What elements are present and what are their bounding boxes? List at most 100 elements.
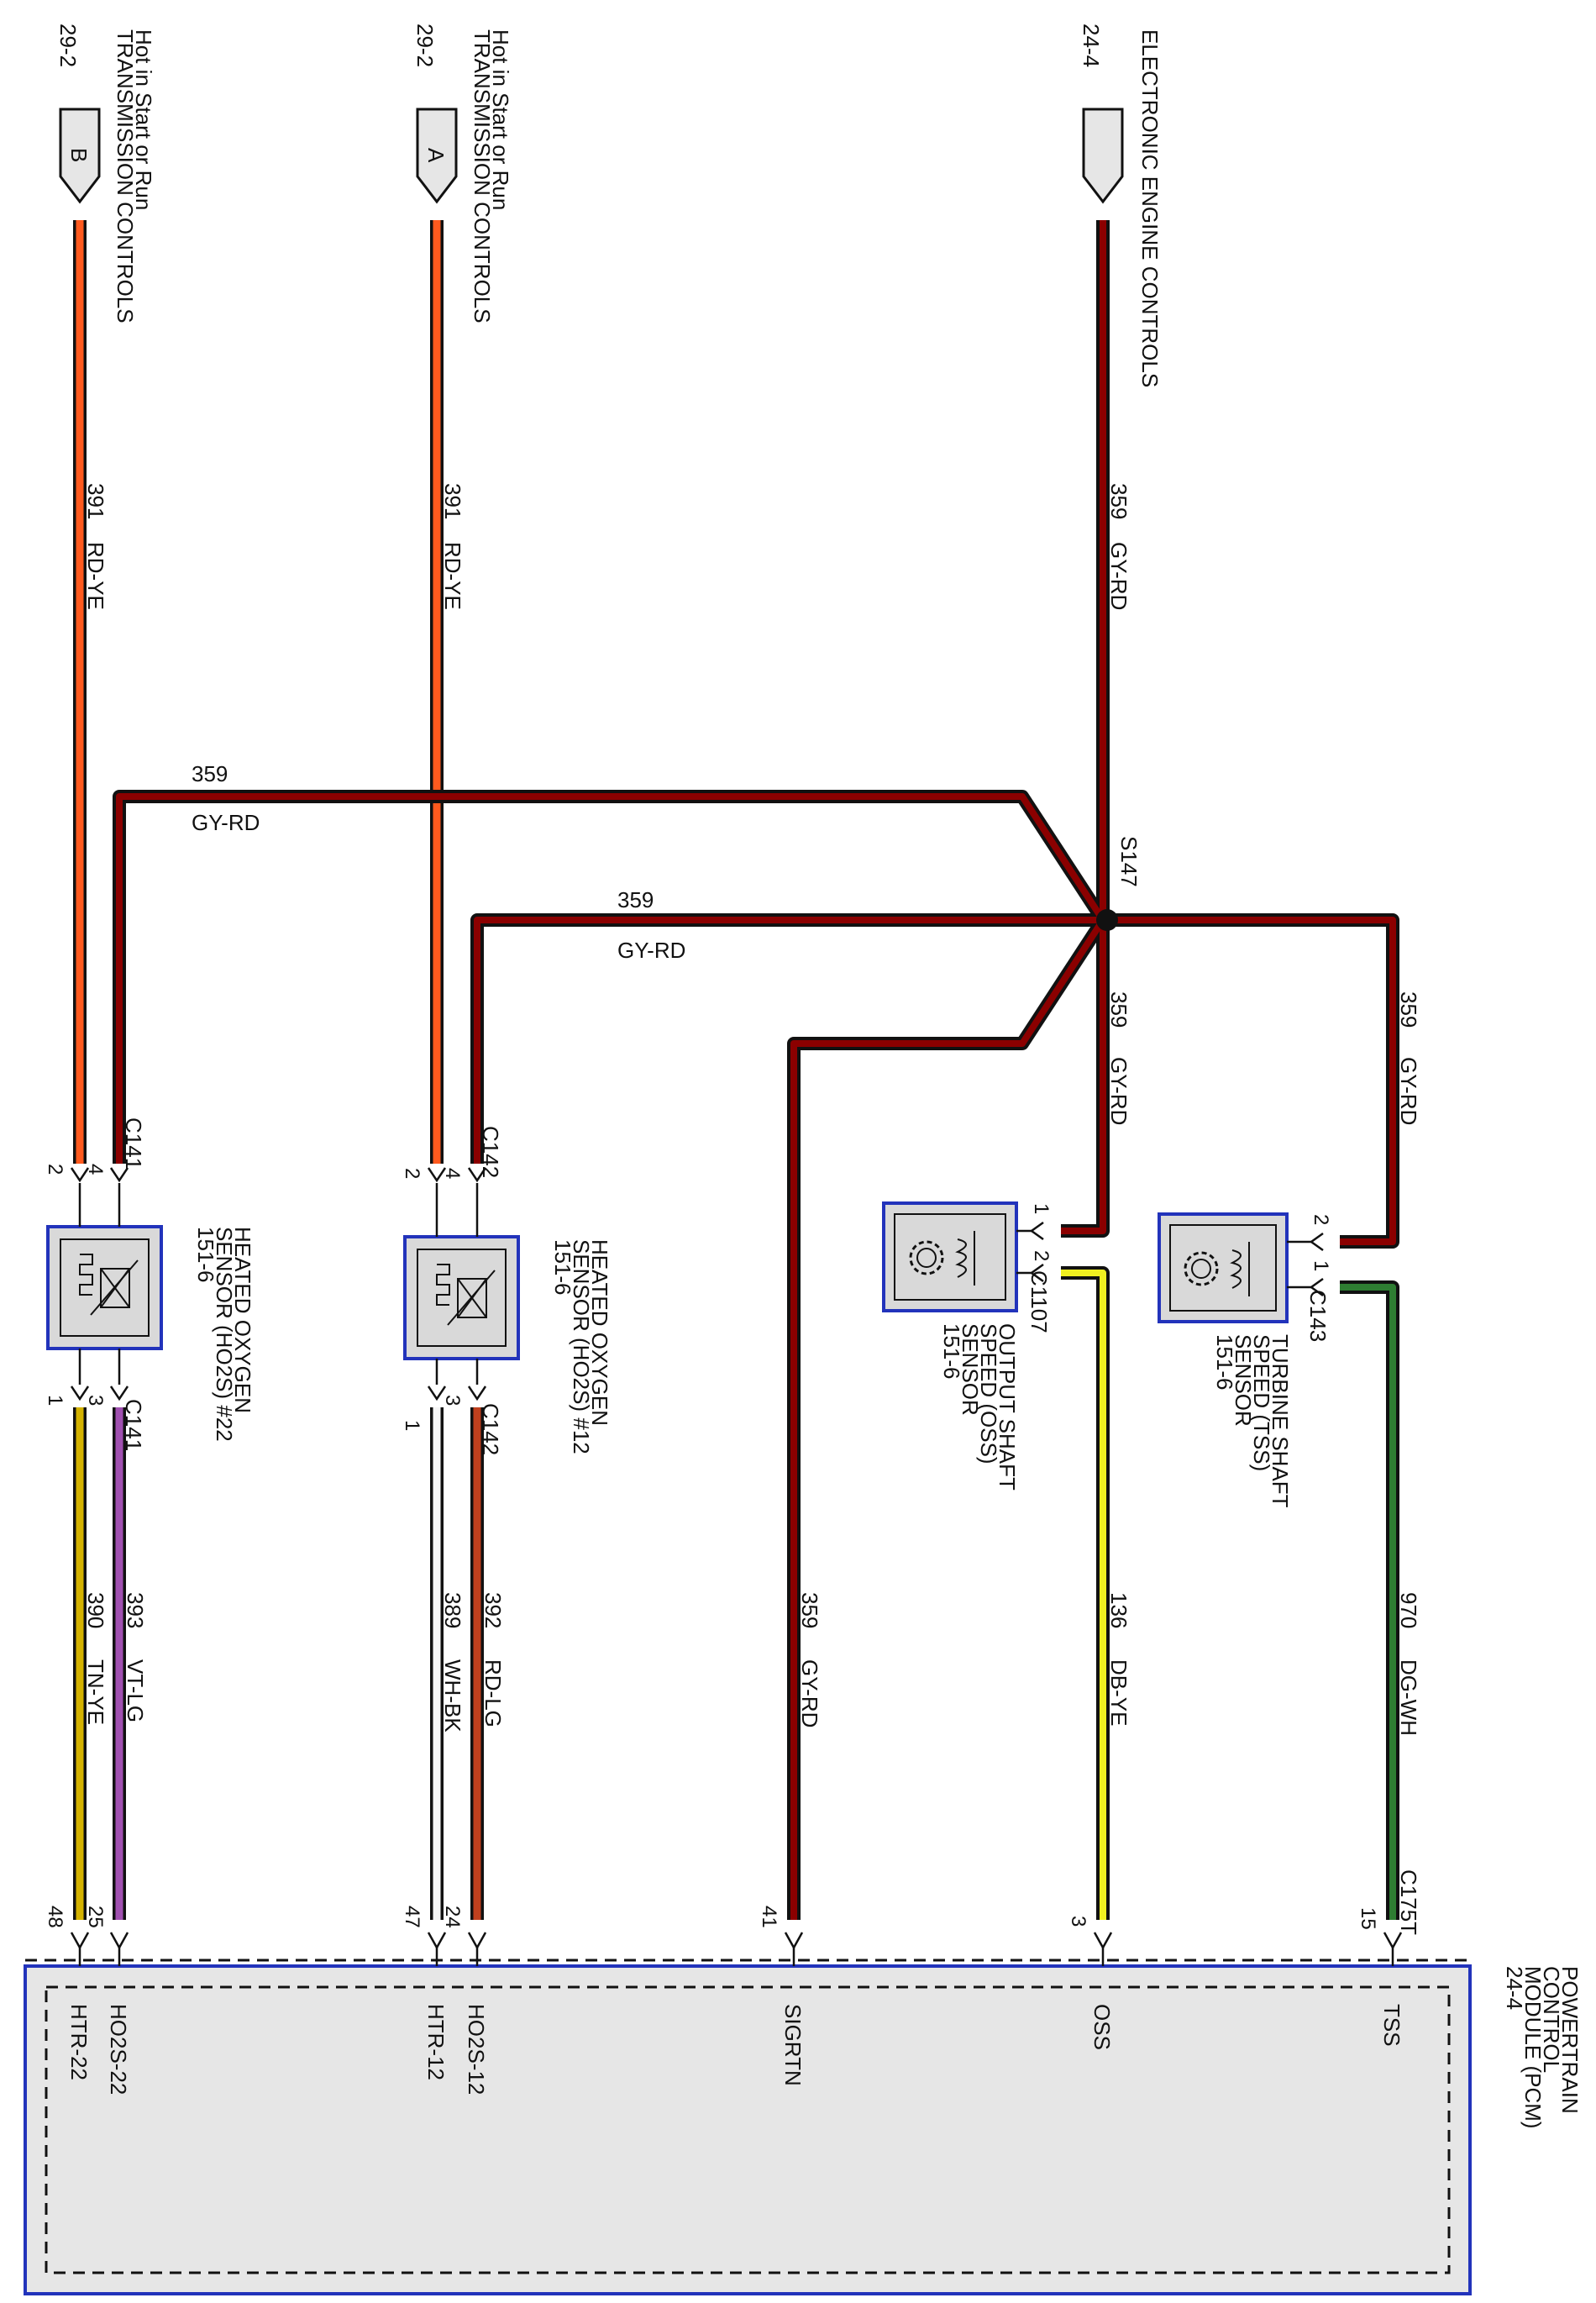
wire-359-mid-circuit: 359 (617, 887, 654, 912)
source-a-line1: Hot in Start or Run (488, 29, 513, 210)
pcm-module (24, 1959, 1472, 2295)
wire-359-left-color: GY-RD (192, 810, 260, 835)
ho2s22-connector-top: C141 (121, 1117, 146, 1170)
wire-391-left-color: RD-YE (83, 542, 108, 610)
pcm-pin-3: 3 (1067, 1916, 1089, 1927)
wire-389-circuit: 389 (440, 1592, 465, 1628)
wire-391-mid-circuit: 391 (440, 483, 465, 519)
ho2s12-sensor (403, 1235, 520, 1360)
ho2s22-pin-1: 1 (44, 1395, 66, 1406)
pcm-pin-41: 41 (758, 1906, 780, 1928)
connector-terminals (70, 1167, 1403, 1966)
source-connector-b (59, 108, 101, 204)
wire-392-color: RD-LG (480, 1659, 506, 1727)
splice-label: S147 (1116, 836, 1142, 887)
source-a-line2: TRANSMISSION CONTROLS (470, 29, 495, 323)
oss-pin-2: 2 (1030, 1250, 1053, 1261)
ho2s22-name-2: SENSOR (HO2S) #22 (212, 1227, 237, 1442)
wire-359-oss-circuit: 359 (1106, 991, 1131, 1028)
ho2s22-pin-2: 2 (44, 1164, 66, 1175)
wire-391-left-circuit: 391 (83, 483, 108, 519)
ho2s12-pin-4: 4 (441, 1168, 464, 1179)
source-eec-ref: 24-4 (1079, 24, 1104, 67)
wire-359-tss-circuit: 359 (1396, 991, 1421, 1028)
gear-icon (909, 1240, 944, 1275)
sensing-element-icon (90, 1259, 139, 1316)
gear-icon (1184, 1251, 1219, 1286)
pcm-name-3: MODULE (PCM) (1520, 1966, 1546, 2129)
ho2s12-pin-3: 3 (441, 1395, 464, 1406)
wire-392-circuit: 392 (480, 1592, 506, 1628)
wire-390-circuit: 390 (83, 1592, 108, 1628)
pcm-pin-24: 24 (441, 1906, 464, 1928)
source-b-ref: 29-2 (55, 24, 81, 67)
wire-359-network (113, 220, 1399, 1920)
tss-sensor (1158, 1212, 1289, 1323)
pcm-sig-htr-12: HTR-12 (423, 2004, 449, 2080)
heater-element-icon (79, 1254, 93, 1296)
tss-ref: 151-6 (1212, 1334, 1237, 1391)
wire-359-sig-circuit: 359 (797, 1592, 822, 1628)
labels: 29-2 Hot in Start or Run TRANSMISSION CO… (44, 24, 1583, 2129)
ho2s22-ref: 151-6 (193, 1227, 218, 1283)
wire-359-left-circuit: 359 (192, 761, 228, 786)
wire-136 (1061, 1266, 1110, 1920)
pcm-sig-ho2s-12: HO2S-12 (464, 2004, 489, 2095)
pcm-body (24, 1964, 1472, 2295)
source-b-letter: B (66, 148, 92, 162)
source-a-letter: A (423, 148, 449, 163)
wire-391-mid-color: RD-YE (440, 542, 465, 610)
wire-970 (1340, 1280, 1399, 1920)
wire-359-mid-color: GY-RD (617, 938, 685, 963)
ho2s12-pin-2: 2 (401, 1168, 423, 1179)
wire-393-circuit: 393 (123, 1592, 148, 1628)
source-connector-a (416, 108, 458, 204)
pcm-name-2: CONTROL (1539, 1966, 1564, 2073)
wire-136-circuit: 136 (1106, 1592, 1131, 1628)
tss-connector: C143 (1305, 1290, 1331, 1342)
wire-136-color: DB-YE (1106, 1659, 1131, 1726)
pcm-sig-oss: OSS (1089, 2004, 1115, 2050)
ho2s12-pin-1: 1 (401, 1420, 423, 1431)
tss-pin-1: 1 (1310, 1260, 1332, 1271)
wires (73, 220, 1399, 1920)
oss-name-3: SENSOR (958, 1323, 983, 1416)
pcm-connector: C175T (1396, 1869, 1421, 1935)
sensing-element-icon (447, 1270, 496, 1326)
ho2s22-sensor (46, 1225, 163, 1350)
wire-393-color: VT-LG (123, 1659, 148, 1722)
ho2s12-name-2: SENSOR (HO2S) #12 (569, 1239, 594, 1454)
ho2s12-connector-top: C142 (478, 1126, 503, 1178)
tss-pin-2: 2 (1310, 1214, 1332, 1225)
source-b-line1: Hot in Start or Run (131, 29, 156, 210)
coil-icon (955, 1231, 975, 1286)
wire-359-main-color: GY-RD (1106, 542, 1131, 610)
pcm-pin-47: 47 (401, 1906, 423, 1928)
ho2s12-ref: 151-6 (550, 1239, 575, 1296)
ho2s22-pin-4: 4 (84, 1164, 107, 1175)
source-connector-eec (1082, 108, 1124, 204)
pcm-sig-sigrtn: SIGRTN (780, 2004, 806, 2086)
tss-name-1: TURBINE SHAFT (1268, 1334, 1293, 1508)
oss-sensor (882, 1201, 1018, 1312)
ho2s22-connector-bottom: C141 (121, 1399, 146, 1451)
wire-359-oss-color: GY-RD (1106, 1057, 1131, 1125)
pcm-name-1: POWERTRAIN (1557, 1966, 1583, 2114)
splice-s147 (1096, 909, 1118, 931)
wire-359-sig-color: GY-RD (797, 1659, 822, 1727)
ho2s22-pin-3: 3 (84, 1395, 107, 1406)
oss-connector: C1107 (1026, 1270, 1052, 1333)
ho2s12-name-1: HEATED OXYGEN (587, 1239, 612, 1426)
wire-359-tss-color: GY-RD (1396, 1057, 1421, 1125)
wire-389-color: WH-BK (440, 1659, 465, 1733)
wire-390-color: TN-YE (83, 1659, 108, 1725)
pcm-sig-ho2s-22: HO2S-22 (106, 2004, 131, 2095)
source-a-ref: 29-2 (412, 24, 438, 67)
pcm-pin-25: 25 (84, 1906, 107, 1928)
source-b-line2: TRANSMISSION CONTROLS (113, 29, 138, 323)
tss-name-2: SPEED (TSS) (1249, 1334, 1274, 1471)
pcm-pin-15: 15 (1357, 1907, 1379, 1930)
ho2s12-connector-bottom: C142 (478, 1403, 503, 1455)
